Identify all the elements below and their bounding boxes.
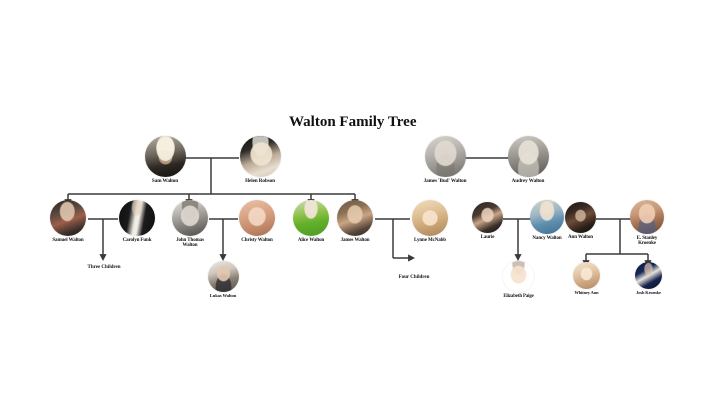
avatar — [239, 136, 281, 177]
text-node-four-children: Four Children — [398, 275, 430, 280]
avatar — [507, 136, 549, 177]
person-name: E. Stanley Kroenke — [636, 236, 658, 247]
person-name: Lukas Walton — [209, 293, 237, 298]
person-name: Elizabeth Paige — [503, 294, 534, 299]
avatar — [337, 200, 373, 236]
person-lukas-walton[interactable]: Lukas Walton — [206, 261, 240, 299]
person-name: Ann Walton — [568, 235, 593, 240]
avatar — [50, 200, 86, 236]
person-name: Sam Walton — [151, 178, 179, 184]
person-helen-robson[interactable]: Helen Robson — [234, 136, 286, 184]
person-name: Whitney Ann — [574, 290, 599, 295]
text-node-three-children: Three Children — [87, 265, 121, 270]
person-name: Christy Walton — [241, 238, 273, 243]
person-elizabeth-paige[interactable]: Elizabeth Paige — [503, 261, 534, 299]
person-audrey-walton[interactable]: Audrey Walton — [498, 136, 558, 184]
person-name: Audrey Walton — [511, 178, 545, 184]
avatar — [530, 200, 564, 234]
avatar — [239, 200, 275, 236]
avatar — [144, 136, 186, 177]
person-name: John Thomas Walton — [176, 238, 204, 249]
person-name: James Walton — [340, 238, 370, 243]
person-name: Lynne McNabb — [413, 238, 446, 243]
avatar — [472, 202, 503, 233]
person-laurie[interactable]: Laurie — [472, 202, 503, 240]
avatar — [565, 202, 596, 233]
avatar — [630, 200, 664, 234]
person-sam-walton[interactable]: Sam Walton — [142, 136, 188, 184]
person-nancy-walton[interactable]: Nancy Walton — [529, 200, 565, 241]
person-james-bud-walton[interactable]: James 'Bud' Walton — [412, 136, 478, 184]
person-e-stanley-kroenke[interactable]: E. Stanley Kroenke — [629, 200, 665, 247]
avatar — [172, 200, 208, 236]
person-name: Alice Walton — [297, 238, 325, 243]
person-name: Laurie — [480, 235, 495, 240]
person-carolyn-funk[interactable]: Carolyn Funk — [119, 200, 155, 243]
person-lynne-mcnabb[interactable]: Lynne McNabb — [411, 200, 449, 243]
avatar — [119, 200, 155, 236]
avatar — [293, 200, 329, 236]
page-title: Walton Family Tree — [289, 114, 417, 130]
person-john-thomas-walton[interactable]: John Thomas Walton — [171, 200, 209, 249]
person-name: Samuel Walton — [52, 238, 84, 243]
avatar — [503, 261, 534, 292]
avatar — [635, 262, 662, 289]
person-name: James 'Bud' Walton — [423, 178, 467, 184]
person-alice-walton[interactable]: Alice Walton — [293, 200, 329, 243]
person-whitney-ann[interactable]: Whitney Ann — [572, 262, 601, 296]
avatar — [424, 136, 466, 177]
person-ann-walton[interactable]: Ann Walton — [565, 202, 596, 240]
person-name: Nancy Walton — [532, 236, 562, 241]
person-name: Helen Robson — [245, 178, 275, 184]
person-james-walton[interactable]: James Walton — [337, 200, 373, 243]
person-christy-walton[interactable]: Christy Walton — [239, 200, 275, 243]
avatar — [412, 200, 448, 236]
avatar — [207, 261, 239, 292]
person-name: Carolyn Funk — [122, 238, 152, 243]
person-name: Josh Kroenke — [636, 290, 661, 295]
person-josh-kroenke[interactable]: Josh Kroenke — [634, 262, 663, 296]
avatar — [573, 262, 600, 289]
person-samuel-walton[interactable]: Samuel Walton — [50, 200, 86, 243]
